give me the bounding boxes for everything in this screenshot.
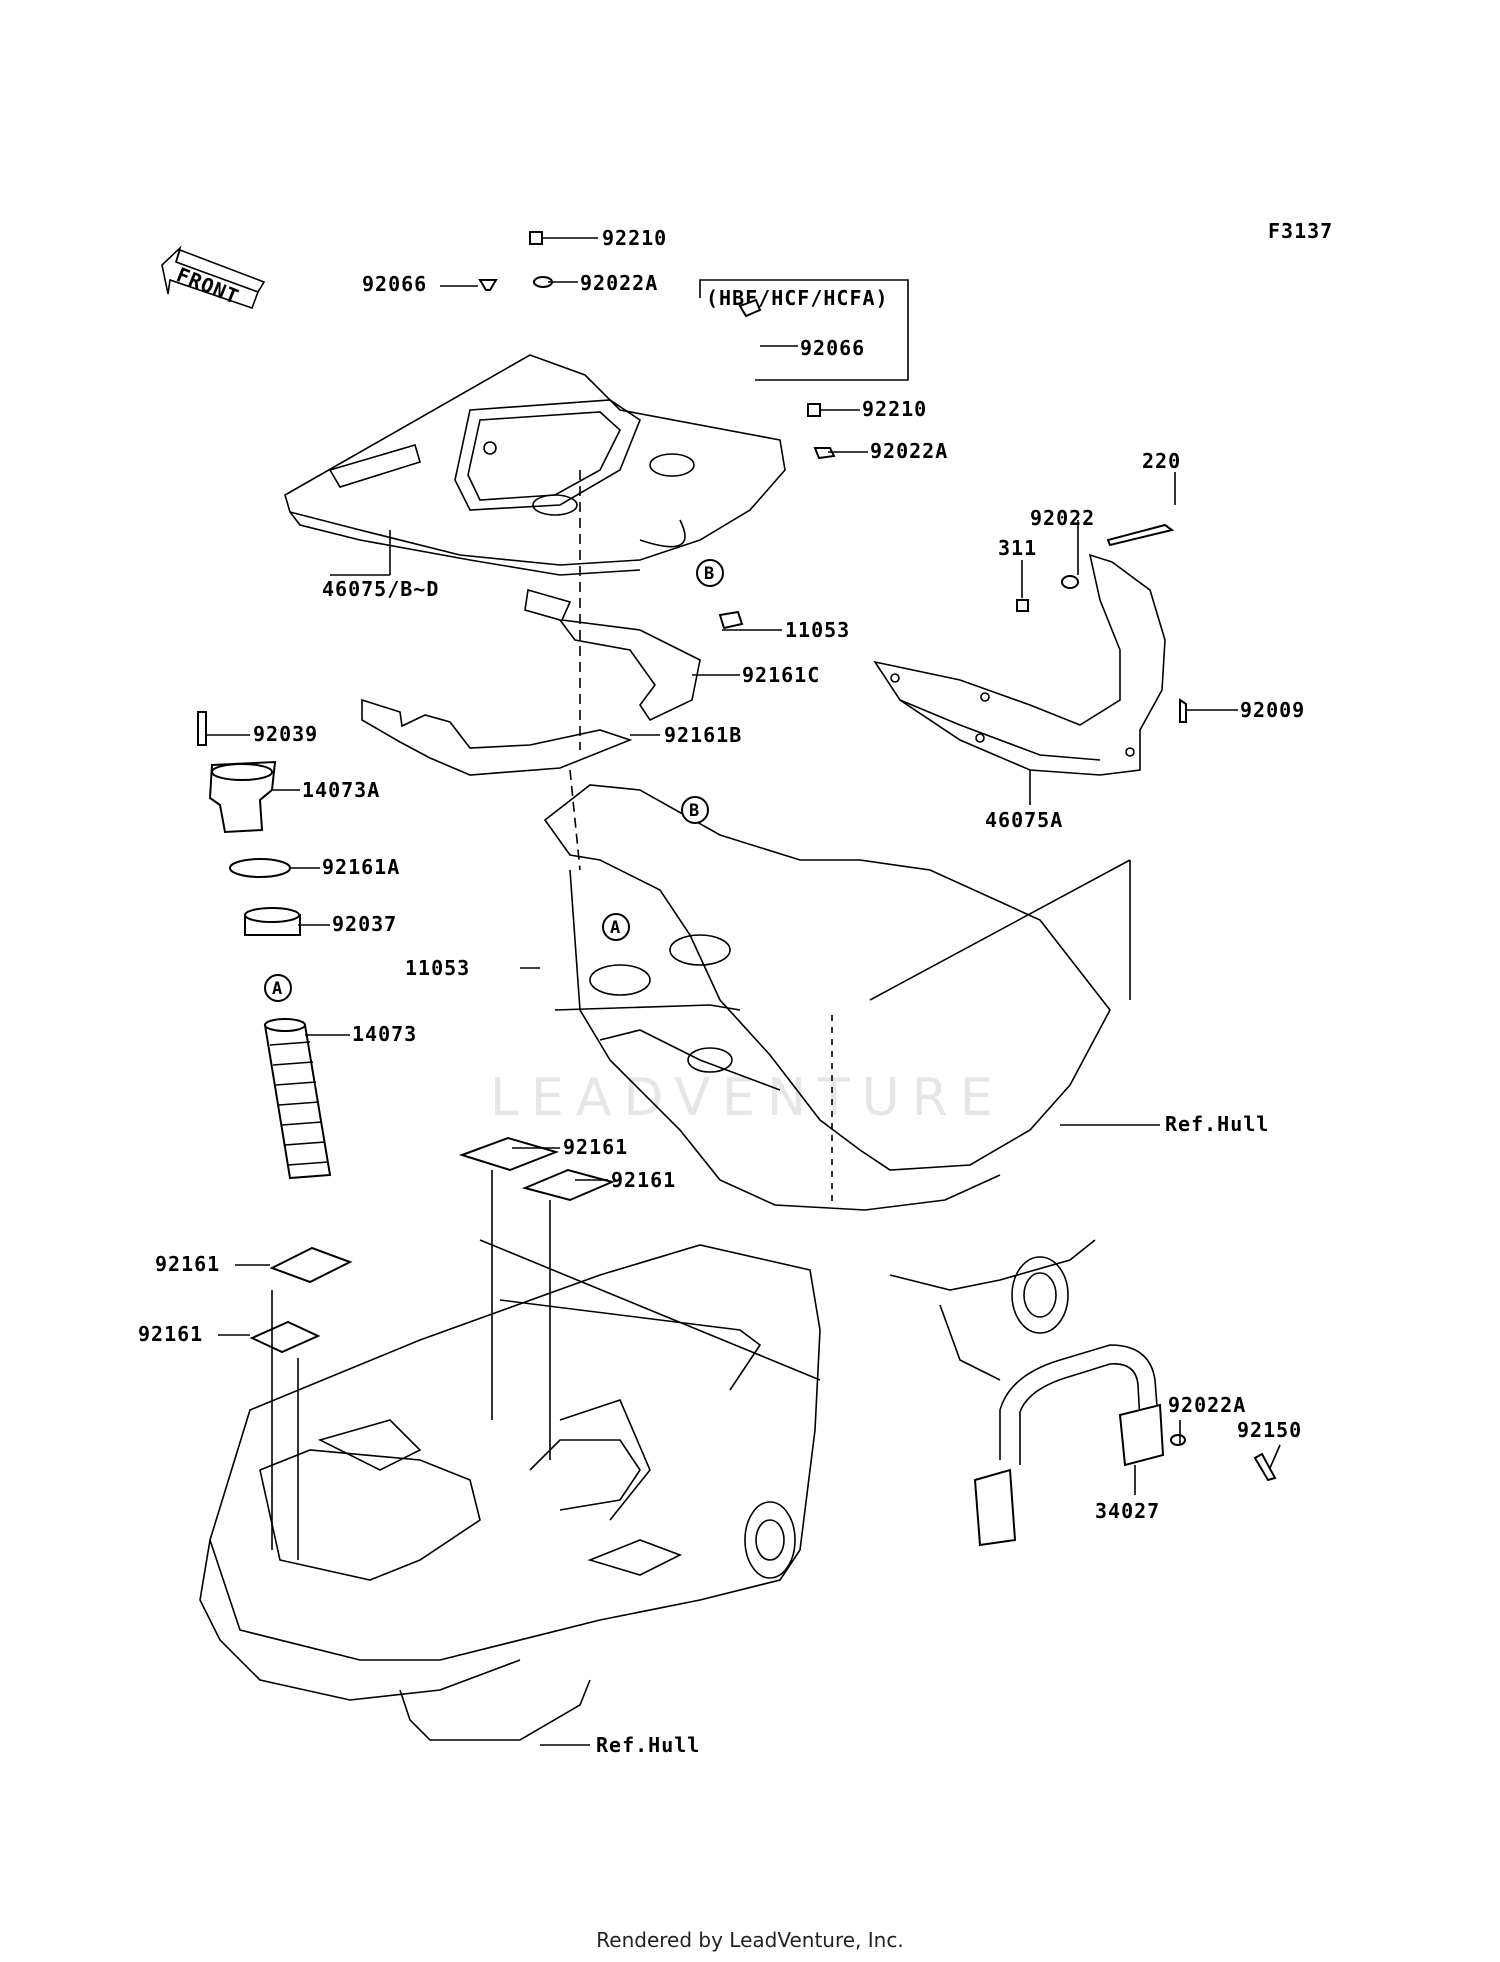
part-label: 34027 — [1095, 1499, 1160, 1523]
svg-text:A: A — [610, 918, 620, 938]
part-label: 92161A — [322, 855, 400, 879]
part-label: 92161 — [138, 1322, 203, 1346]
part-label: 92150 — [1237, 1418, 1302, 1442]
part-label: 11053 — [405, 956, 470, 980]
callout-a-hull: A — [602, 913, 630, 941]
part-label: 92066 — [800, 336, 865, 360]
part-label: 46075/B~D — [322, 577, 439, 601]
part-label: 14073A — [302, 778, 380, 802]
lower-hull — [199, 1239, 821, 1741]
part-label: 92161 — [155, 1252, 220, 1276]
figure-code: F3137 — [1268, 219, 1333, 243]
sticker-92161-c — [269, 1246, 353, 1284]
part-label: 92161 — [611, 1168, 676, 1192]
part-label: 92022 — [1030, 506, 1095, 530]
part-label: 92022A — [1168, 1393, 1246, 1417]
part-label: 92161B — [664, 723, 742, 747]
watermark: LEADVENTURE — [490, 1068, 1005, 1128]
part-label: 220 — [1142, 449, 1181, 473]
leader-lines — [206, 237, 1281, 1746]
part-label: 92066 — [362, 272, 427, 296]
part-label: 92022A — [580, 271, 658, 295]
part-label: 92037 — [332, 912, 397, 936]
grab-handle — [973, 1344, 1277, 1547]
part-label: 92009 — [1240, 698, 1305, 722]
part-label: 92210 — [602, 226, 667, 250]
gasket-92161c — [524, 588, 701, 722]
front-cover — [873, 553, 1166, 776]
svg-text:B: B — [704, 564, 714, 584]
part-label: 46075A — [985, 808, 1063, 832]
part-label: 92022A — [870, 439, 948, 463]
part-label: 92161C — [742, 663, 820, 687]
variant-box: (HBF/HCF/HCFA) — [699, 279, 909, 381]
intake-hose-stack — [197, 711, 332, 1180]
part-label: 311 — [998, 536, 1037, 560]
sticker-92161-d — [249, 1320, 321, 1354]
part-label: Ref.Hull — [596, 1733, 700, 1757]
sticker-92161-a — [458, 1136, 560, 1172]
footer-credit: Rendered by LeadVenture, Inc. — [596, 1928, 904, 1952]
part-label: 92039 — [253, 722, 318, 746]
callout-b-lower: B — [681, 796, 709, 824]
front-arrow-icon: FRONT — [161, 245, 266, 309]
part-label: 14073 — [352, 1022, 417, 1046]
part-label: 92210 — [862, 397, 927, 421]
callout-b-upper: B — [696, 559, 724, 587]
part-label: 92161 — [563, 1135, 628, 1159]
gasket-92161b — [361, 698, 633, 776]
svg-text:A: A — [272, 979, 282, 999]
callout-a-hose: A — [264, 974, 292, 1002]
front-cover-fasteners — [1016, 523, 1187, 723]
part-label: Ref.Hull — [1165, 1112, 1269, 1136]
upper-hull — [543, 784, 1111, 1381]
sticker-92161-b — [521, 1168, 616, 1202]
deck-cover — [284, 354, 786, 576]
svg-text:B: B — [689, 801, 699, 821]
variant-note: (HBF/HCF/HCFA) — [706, 286, 889, 310]
part-label: 11053 — [785, 618, 850, 642]
